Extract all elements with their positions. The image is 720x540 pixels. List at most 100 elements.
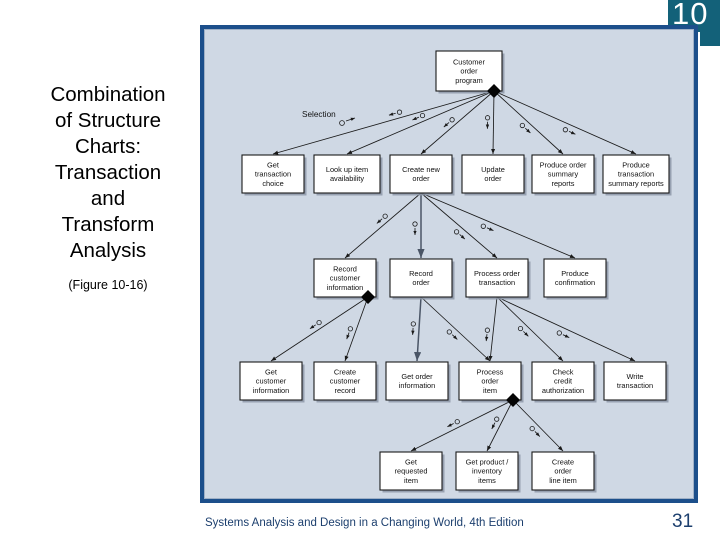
module-rect[interactable]	[435, 50, 503, 92]
connector-n8-n13	[413, 296, 422, 362]
module-label: item	[404, 476, 418, 485]
module-rect[interactable]	[313, 258, 377, 298]
module-label: transaction	[618, 170, 654, 179]
module-label: order	[412, 278, 430, 287]
data-couple-arrow	[523, 331, 529, 337]
module-label: Process	[477, 367, 504, 376]
title-line-5: and	[90, 187, 126, 210]
connector-n9-n16	[496, 296, 636, 362]
connector-n9-n14	[488, 296, 498, 362]
transaction-center-diamond	[487, 84, 501, 98]
data-couple-arrow	[412, 116, 420, 121]
data-couple-arrow	[568, 130, 576, 135]
module-rect[interactable]	[465, 258, 529, 298]
module-label: summary	[548, 170, 579, 179]
module-label: Update	[481, 165, 505, 174]
module-label: order	[412, 174, 430, 183]
data-couple-icon	[382, 213, 388, 219]
edge-label-selection: Selection	[302, 110, 336, 119]
module-rect[interactable]	[455, 451, 519, 491]
module-rect[interactable]	[603, 361, 667, 401]
module-label: Write	[626, 372, 643, 381]
module-label: Get	[265, 367, 277, 376]
slide-title: Combination of Structure Charts: Transac…	[16, 82, 200, 264]
module-layer: CustomerorderprogramGettransactionchoice…	[239, 50, 672, 493]
data-couple-arrow	[486, 227, 494, 231]
module-label: Create	[552, 457, 574, 466]
connector-n0-n3	[420, 90, 495, 155]
module-rect[interactable]	[543, 258, 607, 298]
module-rect[interactable]	[531, 361, 595, 401]
module-label: Create	[334, 367, 356, 376]
data-couple-icon	[347, 326, 353, 332]
data-couple-icon	[517, 325, 524, 332]
module-label: authorization	[542, 386, 584, 395]
module-rect[interactable]	[313, 361, 377, 401]
module-label: transaction	[255, 170, 291, 179]
module-label: customer	[330, 274, 361, 283]
module-rect[interactable]	[239, 361, 303, 401]
module-rect[interactable]	[385, 361, 449, 401]
module-label: Create new	[402, 165, 440, 174]
data-couple-arrow	[524, 127, 531, 134]
connector-n0-n4	[491, 90, 496, 155]
selection-couple-icon	[339, 120, 345, 126]
module-rect[interactable]	[313, 154, 381, 194]
module-label: reports	[551, 179, 574, 188]
connector-n8-n14	[420, 296, 491, 362]
structure-chart-canvas: CustomerorderprogramGettransactionchoice…	[239, 50, 672, 493]
data-couple-arrow	[534, 431, 541, 437]
module-rect[interactable]	[389, 154, 453, 194]
data-couple-icon	[419, 112, 426, 119]
connector-n0-n6	[493, 90, 637, 155]
module-rect[interactable]	[602, 154, 670, 194]
module-rect[interactable]	[531, 451, 595, 491]
module-rect[interactable]	[379, 451, 443, 491]
connector-n14-n19	[512, 399, 564, 452]
connector-n3-n10	[420, 192, 576, 259]
module-label: transaction	[479, 278, 515, 287]
connector-n0-n5	[493, 90, 564, 155]
transaction-center-diamond	[361, 290, 375, 304]
data-couple-arrow	[491, 422, 496, 430]
selection-couple-arrow	[345, 117, 356, 122]
data-couple-icon	[529, 425, 535, 432]
module-rect[interactable]	[389, 258, 453, 298]
module-rect[interactable]	[241, 154, 305, 194]
data-couple-icon	[412, 221, 418, 227]
module-label: order	[460, 67, 478, 76]
data-couple-arrow	[451, 334, 458, 340]
connector-n9-n15	[496, 296, 564, 362]
data-couple-icon	[556, 330, 562, 336]
module-rect[interactable]	[461, 154, 525, 194]
module-rect[interactable]	[458, 361, 522, 401]
title-line-3: Charts:	[74, 135, 142, 158]
module-rect[interactable]	[531, 154, 595, 194]
corner-notch	[640, 0, 670, 22]
module-label: Record	[409, 269, 433, 278]
module-label: order	[554, 467, 572, 476]
module-label: inventory	[472, 467, 502, 476]
data-couple-arrow	[388, 112, 396, 116]
